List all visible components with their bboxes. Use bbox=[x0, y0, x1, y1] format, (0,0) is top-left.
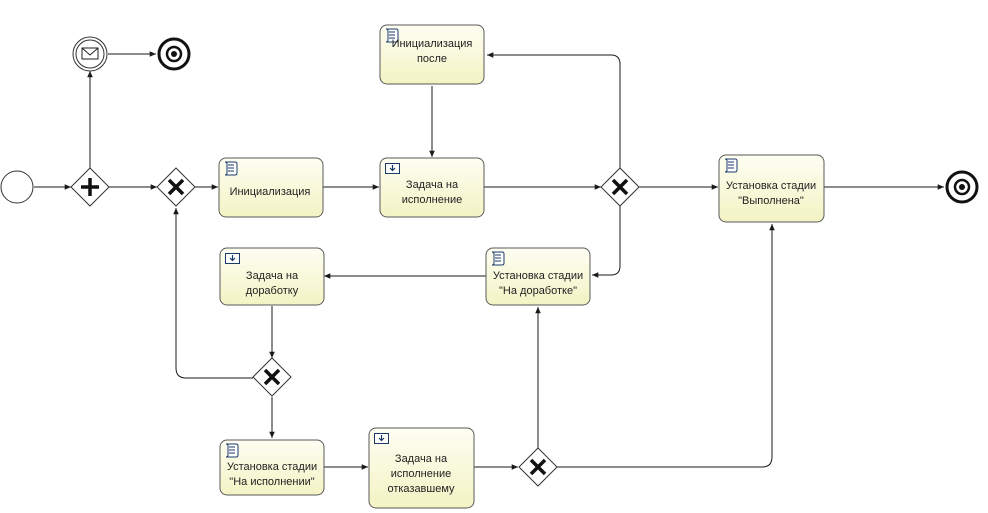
flow-gw4-to-stage-done[interactable] bbox=[557, 224, 775, 468]
task-init-after-label-line1: Инициализация bbox=[392, 38, 473, 50]
task-stage-in-progress[interactable]: Установка стадии "На исполнении" bbox=[219, 439, 325, 496]
task-stage-done[interactable]: Установка стадии "Выполнена" bbox=[718, 154, 825, 223]
task-init-after-label-line2: после bbox=[417, 53, 447, 65]
task-stage-rework[interactable]: Установка стадии "На доработке" bbox=[485, 247, 591, 306]
envelope-icon bbox=[81, 47, 99, 60]
flow-gw2-to-init-after[interactable] bbox=[487, 52, 621, 168]
task-stage-rework-label-line2: "На доработке" bbox=[499, 285, 577, 297]
flow-gw3-to-gw1[interactable] bbox=[173, 208, 253, 379]
x-icon bbox=[529, 458, 547, 476]
message-event[interactable] bbox=[72, 36, 108, 72]
task-rework-label-line2: доработку bbox=[246, 285, 299, 297]
task-refused-label-line1: Задача на bbox=[395, 453, 448, 465]
flow-gw2-to-stage-rework[interactable] bbox=[592, 206, 621, 278]
user-task-icon bbox=[373, 432, 390, 445]
task-stage-in-progress-label-line2: "На исполнении" bbox=[229, 476, 314, 488]
parallel-gateway[interactable] bbox=[70, 167, 110, 207]
script-icon bbox=[724, 158, 738, 173]
x-icon bbox=[611, 178, 629, 196]
x-icon bbox=[263, 368, 281, 386]
task-init[interactable]: Инициализация bbox=[218, 157, 324, 218]
task-stage-in-progress-label-line1: Установка стадии bbox=[227, 461, 317, 473]
script-icon bbox=[491, 251, 505, 266]
task-stage-done-label-line2: "Выполнена" bbox=[738, 195, 804, 207]
task-refused-label-line3: отказавшему bbox=[387, 483, 455, 495]
task-refused-label-line2: исполнение bbox=[391, 468, 451, 480]
task-rework[interactable]: Задача на доработку bbox=[219, 247, 325, 306]
end-event-right[interactable] bbox=[945, 170, 979, 204]
task-stage-done-label-line1: Установка стадии bbox=[726, 180, 816, 192]
exclusive-gateway-rework[interactable] bbox=[252, 357, 292, 397]
end-event-top[interactable] bbox=[157, 37, 191, 71]
script-icon bbox=[225, 443, 239, 458]
task-stage-rework-label-line1: Установка стадии bbox=[493, 270, 583, 282]
task-rework-label-line1: Задача на bbox=[246, 270, 299, 282]
script-icon bbox=[224, 161, 238, 176]
task-execute-label-line1: Задача на bbox=[406, 179, 459, 191]
task-execute[interactable]: Задача на исполнение bbox=[379, 157, 485, 218]
x-icon bbox=[167, 178, 185, 196]
exclusive-gateway-decision[interactable] bbox=[600, 167, 640, 207]
task-execute-label-line2: исполнение bbox=[402, 194, 462, 206]
task-refused[interactable]: Задача на исполнение отказавшему bbox=[368, 427, 475, 509]
task-init-label: Инициализация bbox=[230, 186, 311, 198]
start-event[interactable] bbox=[0, 170, 34, 204]
flows bbox=[34, 51, 944, 470]
user-task-icon bbox=[224, 252, 241, 265]
exclusive-gateway-merge[interactable] bbox=[156, 167, 196, 207]
task-init-after[interactable]: Инициализация после bbox=[379, 24, 485, 85]
exclusive-gateway-refused[interactable] bbox=[518, 447, 558, 487]
user-task-icon bbox=[384, 162, 401, 175]
plus-icon bbox=[81, 178, 99, 196]
